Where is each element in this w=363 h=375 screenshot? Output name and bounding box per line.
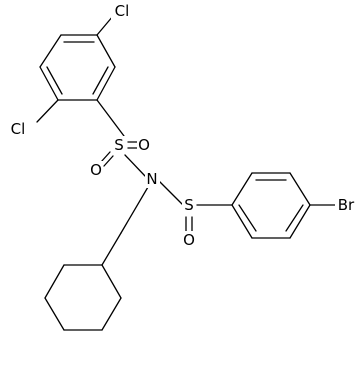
bond bbox=[289, 172, 311, 206]
bond-s-n bbox=[124, 154, 146, 177]
bond bbox=[101, 264, 122, 299]
double-bond-inner bbox=[285, 204, 304, 232]
dimethylphenyl-ring bbox=[44, 232, 122, 331]
bond bbox=[39, 34, 62, 68]
bond bbox=[101, 297, 122, 331]
atom-cl-left: Cl bbox=[7, 120, 29, 138]
bond-n-c-aryl bbox=[120, 186, 149, 234]
bond-c-cl-left bbox=[36, 99, 59, 123]
atom-label: S bbox=[184, 196, 194, 214]
atom-br: Br bbox=[335, 196, 357, 214]
atom-label: O bbox=[183, 231, 195, 249]
atom-s-upper: S bbox=[112, 136, 126, 154]
bond bbox=[44, 297, 65, 331]
bond bbox=[44, 264, 65, 299]
atom-label: N bbox=[146, 170, 157, 188]
atom-o-upper-right: O bbox=[137, 136, 151, 154]
atom-label: Br bbox=[338, 196, 355, 214]
double-bond-inner bbox=[238, 204, 257, 232]
atom-s-lower: S bbox=[182, 196, 196, 214]
bond-c-s-upper bbox=[96, 99, 125, 137]
bond bbox=[96, 66, 116, 101]
atom-o-lower: O bbox=[182, 231, 196, 249]
bond bbox=[101, 232, 122, 266]
atom-label: Cl bbox=[11, 120, 26, 138]
dichlorophenyl-ring bbox=[39, 34, 116, 101]
double-bond-inner bbox=[46, 66, 63, 95]
bond bbox=[96, 34, 116, 68]
bond bbox=[231, 172, 253, 206]
bond-n-s-lower bbox=[157, 179, 184, 206]
atom-cl-top: Cl bbox=[111, 2, 133, 20]
bond-c-cl-top bbox=[96, 15, 114, 36]
atom-o-upper-left: O bbox=[89, 161, 103, 179]
atom-label: O bbox=[90, 161, 102, 179]
bond-s-o-upper-left bbox=[103, 155, 114, 167]
bond bbox=[39, 66, 59, 101]
bond-s-o-upper-left bbox=[100, 151, 111, 163]
double-bond-inner bbox=[92, 66, 109, 95]
atom-n: N bbox=[145, 170, 160, 188]
bond bbox=[289, 204, 311, 239]
atom-label: O bbox=[138, 136, 150, 154]
atom-label: Cl bbox=[115, 2, 130, 20]
bromophenyl-ring bbox=[231, 172, 311, 239]
atom-label: S bbox=[114, 136, 124, 154]
bond bbox=[231, 204, 253, 239]
